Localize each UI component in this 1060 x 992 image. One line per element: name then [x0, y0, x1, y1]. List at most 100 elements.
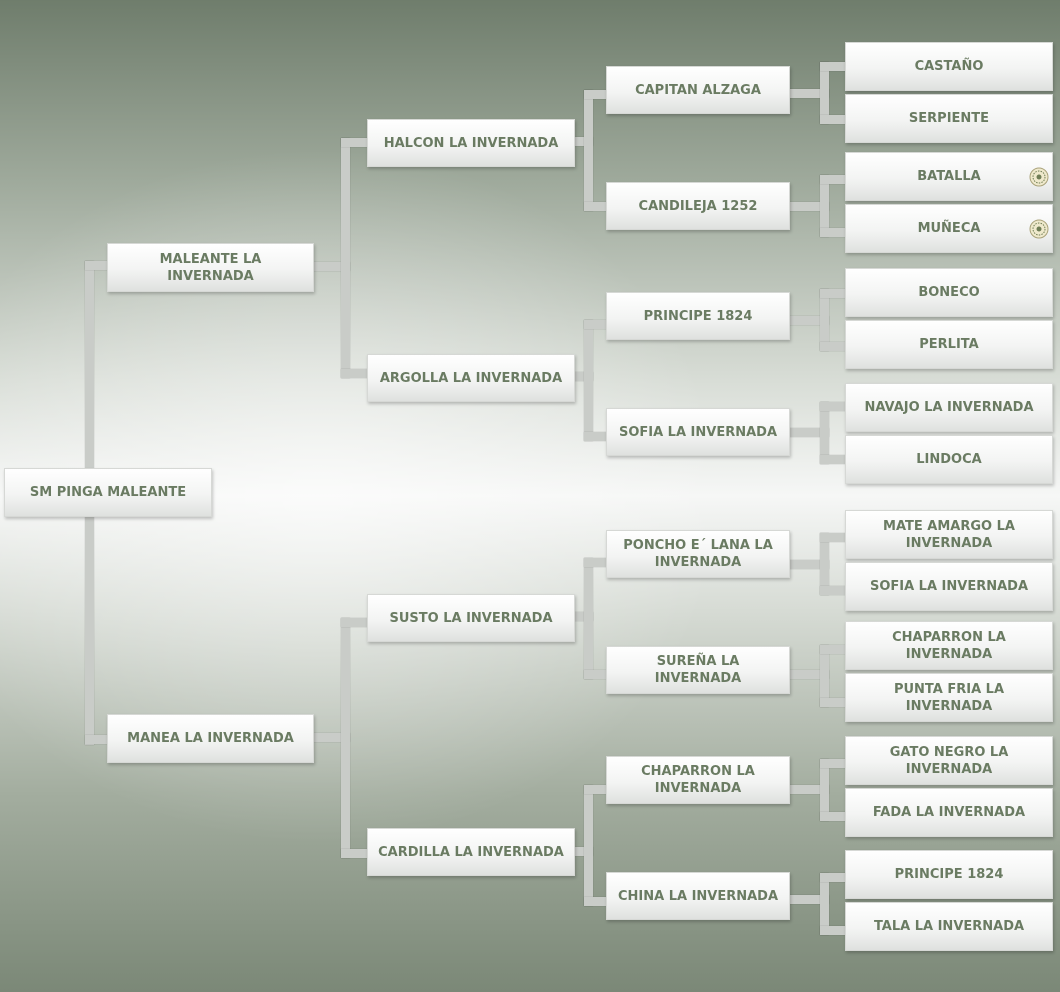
connector: [820, 759, 847, 768]
gen3-box[interactable]: SOFIA LA INVERNADA: [606, 408, 790, 456]
gen3-name: CHAPARRON LA INVERNADA: [641, 764, 755, 796]
gen4-box[interactable]: CHAPARRON LA INVERNADA: [845, 621, 1053, 670]
connector: [584, 670, 608, 679]
connector: [788, 895, 829, 904]
connector: [820, 645, 829, 707]
connector: [341, 618, 350, 858]
connector: [820, 812, 847, 821]
gen4-name: PRINCIPE 1824: [894, 867, 1004, 882]
gen4-box[interactable]: TALA LA INVERNADA: [845, 902, 1053, 951]
gen4-name: MATE AMARGO LA INVERNADA: [883, 518, 1015, 551]
connector: [788, 89, 829, 98]
gen4-box[interactable]: BATALLA: [845, 152, 1053, 201]
gen4-box[interactable]: PRINCIPE 1824: [845, 850, 1053, 899]
connector: [341, 849, 369, 858]
gen4-box[interactable]: BONECO: [845, 268, 1053, 317]
connector: [573, 137, 593, 146]
connector: [584, 320, 608, 329]
gen4-box[interactable]: NAVAJO LA INVERNADA: [845, 383, 1053, 432]
connector: [820, 175, 829, 237]
gen4-box[interactable]: SERPIENTE: [845, 94, 1053, 143]
sire-dam-box[interactable]: ARGOLLA LA INVERNADA: [367, 354, 575, 402]
gen4-box[interactable]: LINDOCA: [845, 435, 1053, 484]
gen4-name: NAVAJO LA INVERNADA: [864, 400, 1034, 415]
gen3-name: SOFIA LA INVERNADA: [618, 424, 778, 440]
gen3-name: CHINA LA INVERNADA: [617, 888, 779, 904]
connector: [820, 342, 847, 351]
gen4-name: LINDOCA: [916, 452, 982, 467]
gen4-box[interactable]: GATO NEGRO LA INVERNADA: [845, 736, 1053, 785]
gen3-box[interactable]: PONCHO E´ LANA LA INVERNADA: [606, 530, 790, 578]
connector: [820, 533, 847, 542]
connector: [788, 316, 829, 325]
gen3-box[interactable]: CHAPARRON LA INVERNADA: [606, 756, 790, 804]
connector: [820, 62, 847, 71]
sire-sire-name: HALCON LA INVERNADA: [383, 135, 559, 151]
gen4-box[interactable]: PUNTA FRIA LA INVERNADA: [845, 673, 1053, 722]
gen4-box[interactable]: FADA LA INVERNADA: [845, 788, 1053, 837]
connector: [820, 175, 847, 184]
connector: [820, 289, 829, 351]
subject-box[interactable]: SM PINGA MALEANTE: [4, 468, 212, 517]
gen3-box[interactable]: SUREÑA LA INVERNADA: [606, 646, 790, 694]
subject-name: SM PINGA MALEANTE: [29, 485, 187, 500]
dam-name: MANEA LA INVERNADA: [127, 731, 294, 746]
gen4-box[interactable]: CASTAÑO: [845, 42, 1053, 91]
gen3-name: SUREÑA LA INVERNADA: [654, 654, 742, 686]
connector: [820, 115, 847, 124]
dam-dam-name: CARDILLA LA INVERNADA: [378, 844, 564, 860]
gen4-name: CHAPARRON LA INVERNADA: [892, 629, 1006, 662]
connector: [820, 289, 847, 298]
gen3-name: CANDILEJA 1252: [638, 198, 758, 214]
connector: [584, 897, 608, 906]
connector: [788, 785, 829, 794]
gen4-box[interactable]: MATE AMARGO LA INVERNADA: [845, 510, 1053, 559]
connector: [584, 432, 608, 441]
connector: [584, 90, 608, 99]
connector: [573, 372, 593, 381]
connector: [820, 698, 847, 707]
connector: [85, 735, 109, 744]
medal-icon: [1029, 219, 1049, 238]
sire-sire-box[interactable]: HALCON LA INVERNADA: [367, 119, 575, 167]
connector: [788, 428, 829, 437]
gen4-box[interactable]: PERLITA: [845, 320, 1053, 369]
sire-box[interactable]: MALEANTE LA INVERNADA: [107, 243, 314, 292]
connector: [341, 138, 369, 147]
connector: [312, 262, 350, 271]
gen4-name: GATO NEGRO LA INVERNADA: [889, 744, 1009, 777]
connector: [584, 785, 593, 906]
gen3-box[interactable]: CAPITAN ALZAGA: [606, 66, 790, 114]
dam-sire-box[interactable]: SUSTO LA INVERNADA: [367, 594, 575, 642]
connector: [584, 558, 608, 567]
connector: [584, 320, 593, 441]
connector: [820, 759, 829, 821]
connector: [820, 62, 829, 124]
connector: [584, 785, 608, 794]
gen4-box[interactable]: SOFIA LA INVERNADA: [845, 562, 1053, 611]
gen3-box[interactable]: CHINA LA INVERNADA: [606, 872, 790, 920]
gen4-name: PUNTA FRIA LA INVERNADA: [893, 681, 1005, 714]
gen4-name: PERLITA: [919, 337, 979, 352]
gen4-name: SERPIENTE: [908, 111, 990, 126]
gen3-box[interactable]: CANDILEJA 1252: [606, 182, 790, 230]
connector: [820, 402, 847, 411]
connector: [788, 560, 829, 569]
connector: [312, 733, 350, 742]
gen3-name: PONCHO E´ LANA LA INVERNADA: [623, 538, 773, 570]
connector: [584, 202, 608, 211]
medal-icon: [1029, 167, 1049, 186]
dam-dam-box[interactable]: CARDILLA LA INVERNADA: [367, 828, 575, 876]
sire-name: MALEANTE LA INVERNADA: [159, 251, 262, 284]
connector: [573, 612, 593, 621]
connector: [820, 402, 829, 464]
connector: [820, 533, 829, 595]
gen4-box[interactable]: MUÑECA: [845, 204, 1053, 253]
dam-sire-name: SUSTO LA INVERNADA: [389, 610, 553, 626]
gen3-box[interactable]: PRINCIPE 1824: [606, 292, 790, 340]
gen4-name: SOFIA LA INVERNADA: [869, 579, 1029, 594]
dam-box[interactable]: MANEA LA INVERNADA: [107, 714, 314, 763]
sire-dam-name: ARGOLLA LA INVERNADA: [379, 370, 563, 386]
connector: [584, 90, 593, 211]
connector: [820, 873, 847, 882]
